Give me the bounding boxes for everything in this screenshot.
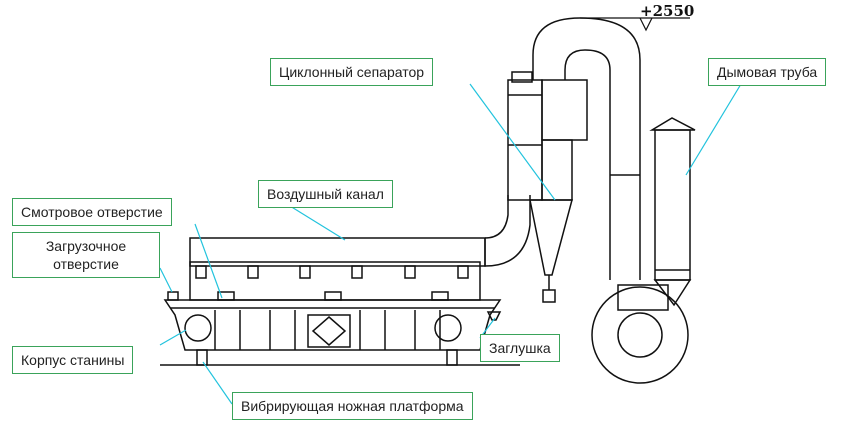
dryer-body — [163, 261, 502, 366]
loading-port-label-line1: Загрузочное — [45, 238, 127, 254]
chimney-label: Дымовая труба — [708, 58, 827, 86]
loading-port-label-line2: отверстие — [53, 256, 119, 272]
elevation-marker — [580, 17, 690, 32]
air-duct-label: Воздушный канал — [258, 180, 393, 208]
cyclone-label: Циклонный сепаратор — [270, 58, 434, 86]
leader-lines — [159, 83, 742, 405]
duct-bend — [484, 195, 531, 267]
gooseneck-pipe — [532, 17, 641, 280]
plug-label-text: Заглушка — [489, 340, 551, 356]
frame-body-label: Корпус станины — [12, 346, 134, 374]
fan-housing — [591, 284, 689, 384]
air-duct-label-text: Воздушный канал — [267, 186, 384, 202]
loading-port-label: Загрузочное отверстие — [12, 232, 160, 278]
sight-hole-label-text: Смотровое отверстие — [21, 204, 163, 220]
cyclone-separator — [507, 71, 588, 303]
cyclone-label-text: Циклонный сепаратор — [279, 64, 425, 80]
sight-hole-label: Смотровое отверстие — [12, 198, 172, 226]
frame-body-label-text: Корпус станины — [21, 352, 125, 368]
vibrating-platform-label: Вибрирующая ножная платформа — [232, 392, 473, 420]
chimney-stack — [649, 117, 696, 307]
vibrating-platform-label-text: Вибрирующая ножная платформа — [241, 398, 464, 414]
elevation-label: +2550 — [640, 2, 695, 20]
chimney-label-text: Дымовая труба — [717, 64, 818, 80]
plug-label: Заглушка — [480, 334, 560, 362]
